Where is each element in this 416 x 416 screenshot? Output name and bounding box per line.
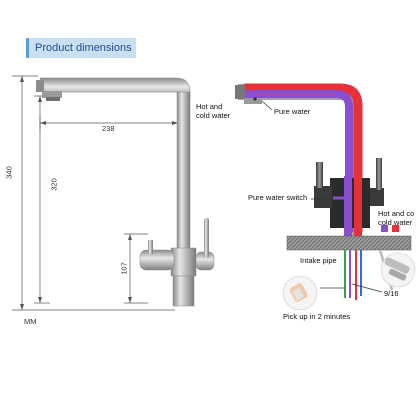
dimension-320: 320: [49, 178, 59, 191]
dimension-340: 340: [4, 166, 14, 179]
label-thread-size: 9/16: [384, 289, 399, 298]
dimension-238: 238: [102, 124, 115, 133]
unit-label: MM: [24, 317, 37, 326]
faucet-left: [36, 77, 215, 307]
dimension-lines: [12, 75, 179, 311]
label-intake-pipe: Intake pipe: [300, 256, 337, 265]
thread-detail: [380, 252, 416, 288]
faucet-cutaway: [235, 83, 412, 300]
label-pure-water: Pure water: [274, 107, 311, 116]
dimension-107: 107: [119, 262, 129, 275]
label-pickup-time: Pick up in 2 minutes: [283, 312, 351, 321]
page-title: Product dimensions: [26, 38, 136, 58]
pure-swatch-icon: [381, 225, 388, 232]
filter-detail: [282, 275, 318, 311]
label-hot-cold-water: Hot and cold water: [196, 102, 231, 120]
label-pure-water-switch: Pure water switch: [248, 193, 308, 202]
hot-swatch-icon: [392, 225, 399, 232]
label-hot-cold-right: Hot and co cold water: [378, 209, 415, 227]
